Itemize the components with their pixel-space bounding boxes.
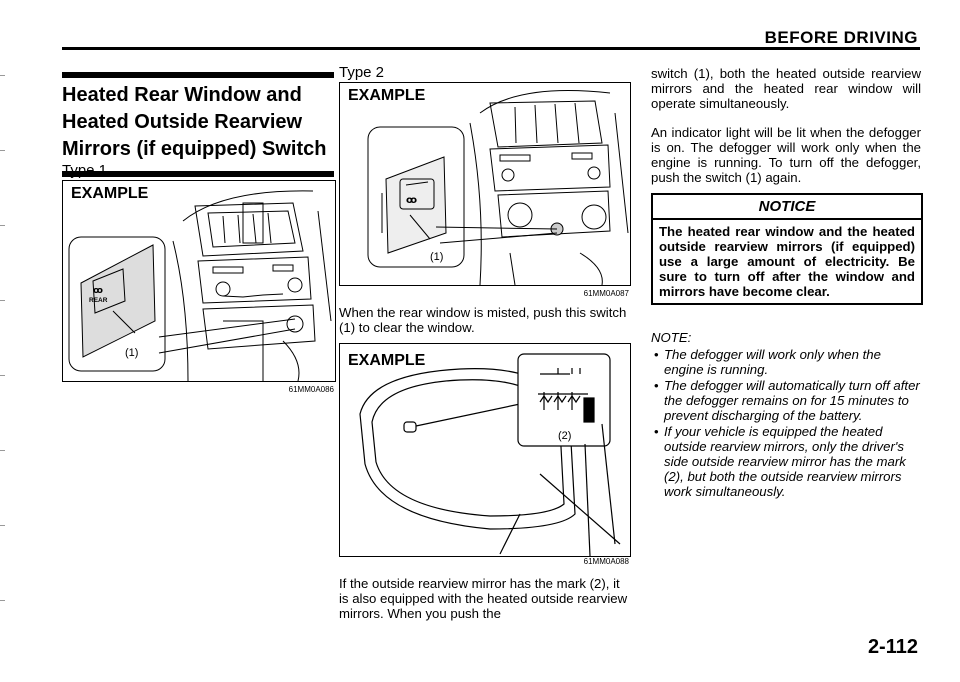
type2-figure: EXAMPLE <box>339 82 631 286</box>
type2-example-label: EXAMPLE <box>348 87 426 104</box>
type2-figure-code: 61MM0A087 <box>583 289 629 298</box>
mirror-callout: (2) <box>558 430 572 442</box>
type1-figure: EXAMPLE <box>62 180 336 382</box>
type2-callout: (1) <box>430 251 444 263</box>
note-item: The defogger will work only when the eng… <box>651 347 921 377</box>
section-title: Heated Rear Window and Heated Outside Re… <box>62 72 334 177</box>
paragraph-continued: switch (1), both the heated outside rear… <box>651 66 921 111</box>
paragraph-mirror: If the outside rearview mirror has the m… <box>339 576 628 621</box>
margin-mark <box>0 75 5 76</box>
note-list: The defogger will work only when the eng… <box>651 347 921 500</box>
type2-label: Type 2 <box>339 64 385 81</box>
margin-mark <box>0 600 5 601</box>
mirror-figure-code: 61MM0A088 <box>583 557 629 566</box>
notice-title: NOTICE <box>653 195 921 220</box>
note-item: If your vehicle is equipped the heated o… <box>651 424 921 499</box>
mirror-figure: EXAMPLE (2) <box>339 343 631 557</box>
margin-mark <box>0 300 5 301</box>
margin-mark <box>0 450 5 451</box>
switch-rear-label: REAR <box>89 297 108 304</box>
header-rule <box>62 47 920 50</box>
type1-example-label: EXAMPLE <box>71 185 149 202</box>
type1-callout: (1) <box>125 347 139 359</box>
dashboard-illustration: ꝏ <box>68 190 332 381</box>
header-title: BEFORE DRIVING <box>764 28 918 47</box>
mirror-example-label: EXAMPLE <box>348 352 426 369</box>
note-item: The defogger will automatically turn off… <box>651 378 921 423</box>
type1-figure-code: 61MM0A086 <box>288 385 334 394</box>
notice-box: NOTICE The heated rear window and the he… <box>651 193 923 305</box>
rear-defog-icon: ꝏ <box>93 286 103 296</box>
dashboard-illustration: ꝏ <box>367 90 629 285</box>
paragraph-indicator: An indicator light will be lit when the … <box>651 125 921 185</box>
notice-text: The heated rear window and the heated ou… <box>659 224 915 299</box>
paragraph-misted: When the rear window is misted, push thi… <box>339 305 627 335</box>
margin-mark <box>0 225 5 226</box>
rear-defog-icon: ꝏ <box>406 195 417 206</box>
type1-label: Type 1 <box>62 162 108 179</box>
margin-mark <box>0 375 5 376</box>
page-number: 2-112 <box>867 636 918 658</box>
margin-mark <box>0 150 5 151</box>
mirror-illustration <box>359 353 621 556</box>
note-label: NOTE: <box>651 330 692 345</box>
margin-mark <box>0 525 5 526</box>
